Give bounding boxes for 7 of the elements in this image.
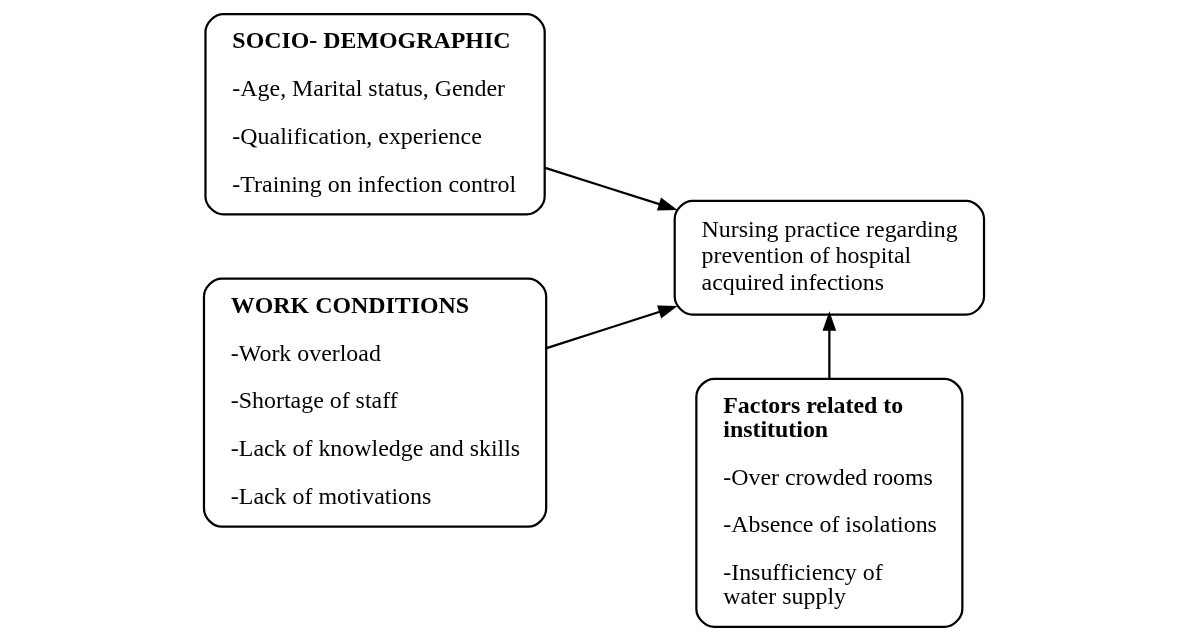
node-box: Nursing practice regarding prevention of hospital acquired infections <box>673 199 985 316</box>
arrow <box>822 311 836 379</box>
arrow <box>544 166 677 211</box>
node-box: WORK CONDITIONS -Work overload -Shortage of staff -Lack of knowledge and skills -Lack of motivations <box>202 277 547 528</box>
node-box: SOCIO- DEMOGRAPHIC -Age, Marital status, Gender -Qualification, experience -Training on infection control <box>203 13 546 216</box>
node-box: Factors related to institution -Over crowded rooms -Absence of isolations -Insufficiency of water supply <box>694 377 963 628</box>
arrow <box>545 305 678 350</box>
